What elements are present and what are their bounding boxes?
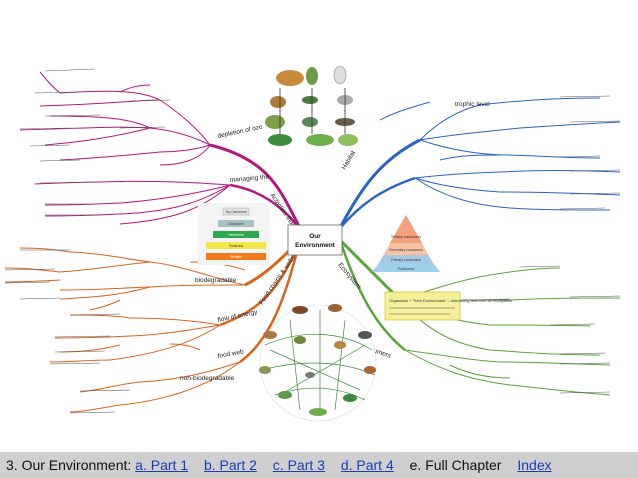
ecological-pyramid-image: Tertiary consumers Secondary consumers P…: [372, 215, 440, 272]
branch-organisms: [339, 154, 621, 229]
footer-nav: 3. Our Environment: a. Part 1 b. Part 2 …: [0, 452, 638, 478]
ecosystem-definition-box: Organisms + Their Environment ... intera…: [384, 291, 513, 321]
bar2-1: Carnivores: [228, 222, 244, 226]
branch-food-web: [69, 239, 302, 413]
branch-habitat: [338, 97, 621, 229]
bar2-3: Producers: [229, 244, 244, 248]
link-part-1[interactable]: a. Part 1: [135, 457, 189, 473]
trophic-bars-image: Top Carnivores Carnivores Herbivores Pro…: [198, 203, 270, 265]
link-part-2[interactable]: b. Part 2: [203, 457, 257, 473]
twig-text-marks: [4, 68, 621, 414]
center-node: Our Environment: [287, 224, 343, 256]
bar2-0: Top Carnivores: [225, 210, 247, 214]
center-line1: Our: [309, 233, 321, 240]
branch-consumers: [338, 239, 611, 396]
label-trophic: trophic level: [455, 101, 490, 108]
bar2-4: Sunlight: [230, 255, 242, 259]
ecobox-text: Organisms + Their Environment ... intera…: [389, 298, 513, 303]
center-line2: Environment: [295, 242, 336, 249]
bar2-2: Herbivores: [228, 233, 244, 237]
link-part-3[interactable]: c. Part 3: [272, 457, 325, 473]
pyr-1: Secondary consumers: [389, 248, 423, 252]
pyr-0: Tertiary consumers: [391, 235, 422, 239]
link-part-4[interactable]: d. Part 4: [340, 457, 394, 473]
branch-flow-energy: [49, 239, 302, 363]
pyr-2: Primary consumers: [391, 258, 421, 262]
label-food-web: food web: [217, 348, 245, 360]
label-nonbio: non-biodegradable: [180, 375, 235, 382]
label-biodegradable: biodegradable: [195, 277, 237, 284]
link-index[interactable]: Index: [517, 457, 552, 473]
footer-prefix: 3. Our Environment:: [6, 457, 132, 473]
current-chapter: e. Full Chapter: [409, 457, 502, 473]
label-habitat: Habitat: [341, 149, 357, 171]
label-managing: managing the: [230, 174, 270, 184]
mind-map: depletion of ozone managing the Activiti…: [4, 58, 621, 422]
label-flow-energy: flow of energy: [217, 309, 259, 324]
branch-depletion: [19, 71, 302, 229]
pyr-3: Producers: [398, 267, 415, 271]
food-web-image: [259, 304, 377, 422]
food-chain-image: [262, 58, 366, 148]
